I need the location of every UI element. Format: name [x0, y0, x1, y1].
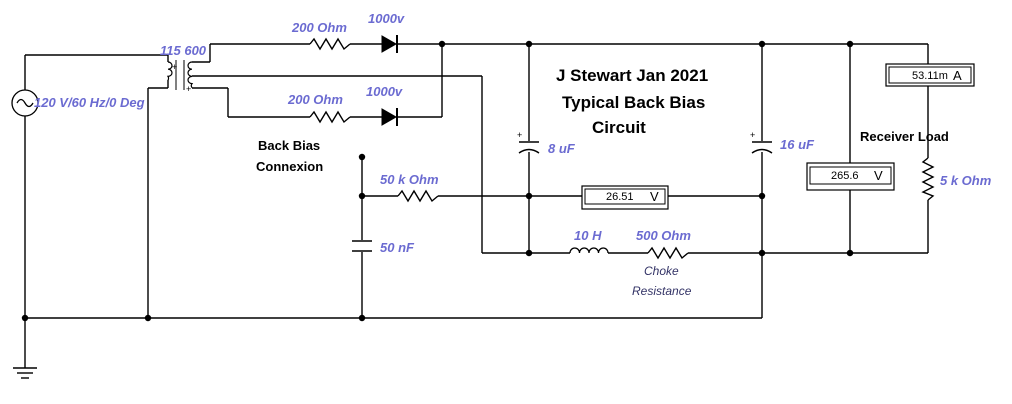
voltmeter-load-value: 265.6 — [831, 170, 859, 182]
title-line2: Typical Back Bias — [562, 93, 705, 112]
diode-mid-label: 1000v — [366, 84, 403, 99]
receiver-load-label: Receiver Load — [860, 129, 949, 144]
wires — [24, 43, 929, 368]
voltmeter-bias: 26.51 V — [581, 185, 669, 210]
title-line1: J Stewart Jan 2021 — [556, 66, 708, 85]
transformer-symbol: + + — [166, 60, 194, 94]
capacitor-8uf-symbol: + — [517, 130, 540, 154]
resistor-top-label: 200 Ohm — [291, 20, 347, 35]
inductor-label: 10 H — [574, 228, 602, 243]
capacitor-16uf-label: 16 uF — [780, 137, 815, 152]
diode-top-symbol — [381, 35, 398, 53]
capacitor-50nf-symbol — [352, 240, 372, 252]
back-bias-label-line2: Connexion — [256, 159, 323, 174]
diode-mid-symbol — [381, 108, 398, 126]
transformer-label: 115 600 — [160, 43, 207, 58]
resistor-load-symbol — [921, 157, 935, 201]
choke-note-line2: Resistance — [632, 284, 692, 298]
svg-text:+: + — [750, 130, 755, 140]
title-line3: Circuit — [592, 118, 646, 137]
ammeter-unit: A — [953, 68, 962, 83]
ammeter: 53.11m A — [885, 63, 975, 87]
capacitor-8uf-label: 8 uF — [548, 141, 576, 156]
voltmeter-load-unit: V — [874, 168, 883, 183]
junction-dots — [21, 40, 854, 322]
capacitor-16uf-symbol: + — [750, 130, 773, 154]
resistor-mid-label: 200 Ohm — [287, 92, 343, 107]
capacitor-50nf-label: 50 nF — [380, 240, 415, 255]
ac-source-symbol — [11, 89, 39, 117]
voltmeter-load: 265.6 V — [806, 162, 895, 191]
ammeter-value: 53.11m — [912, 70, 948, 82]
resistor-load-label: 5 k Ohm — [940, 173, 992, 188]
back-bias-label-line1: Back Bias — [258, 138, 320, 153]
svg-text:+: + — [186, 84, 191, 94]
voltmeter-bias-value: 26.51 — [606, 191, 634, 203]
resistor-bias-symbol — [397, 189, 439, 203]
ground-symbol — [13, 367, 37, 379]
source-label: 120 V/60 Hz/0 Deg — [34, 95, 145, 110]
resistor-choke-symbol — [647, 246, 689, 260]
resistor-top-symbol — [309, 37, 351, 51]
resistor-choke-label: 500 Ohm — [636, 228, 691, 243]
voltmeter-bias-unit: V — [650, 189, 659, 204]
resistor-mid-symbol — [309, 110, 351, 124]
resistor-bias-label: 50 k Ohm — [380, 172, 439, 187]
choke-note-line1: Choke — [644, 264, 679, 278]
svg-text:+: + — [517, 130, 522, 140]
diode-top-label: 1000v — [368, 11, 405, 26]
inductor-symbol — [569, 247, 609, 254]
svg-text:+: + — [172, 62, 177, 72]
